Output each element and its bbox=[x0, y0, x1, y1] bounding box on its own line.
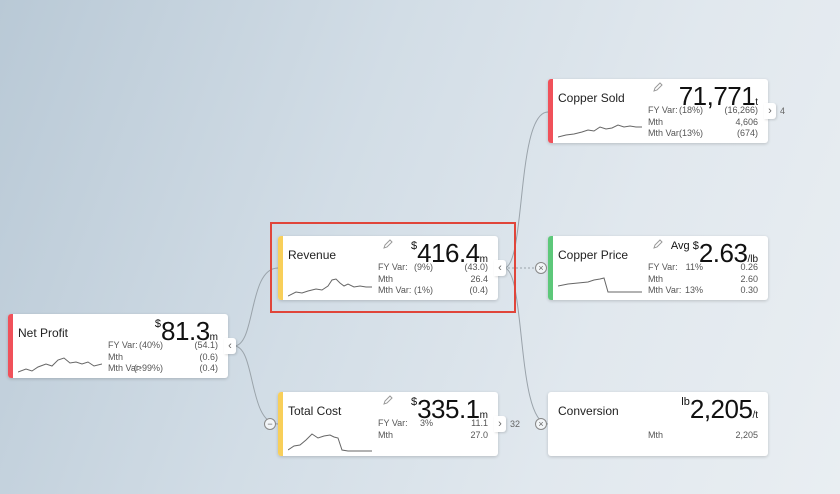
child-count: 4 bbox=[780, 106, 786, 116]
kpi-value: Avg $2.63/lb bbox=[670, 238, 758, 268]
pencil-icon[interactable] bbox=[652, 81, 664, 93]
card-title: Copper Sold bbox=[558, 91, 625, 105]
selection-highlight bbox=[270, 222, 516, 313]
status-bar bbox=[278, 236, 283, 300]
kpi-value: $416.4m bbox=[410, 238, 488, 268]
pencil-icon[interactable] bbox=[382, 394, 394, 406]
kpi-value: 71,771t bbox=[678, 81, 758, 111]
sparkline bbox=[288, 433, 372, 452]
kpi-value: $81.3m bbox=[154, 316, 218, 346]
card-title: Total Cost bbox=[288, 404, 342, 418]
sparkline bbox=[558, 277, 642, 293]
kpi-value: lb2,205/t bbox=[681, 394, 758, 424]
card-title: Conversion bbox=[558, 404, 619, 418]
kpi-metrics: FY Var:(40%)(54.1) Mth(0.6) Mth Var:(>99… bbox=[108, 340, 218, 373]
status-bar bbox=[548, 236, 553, 300]
sparkline bbox=[18, 357, 102, 373]
net-profit-card[interactable]: Net Profit $81.3m FY Var:(40%)(54.1) Mth… bbox=[8, 314, 228, 378]
pencil-icon[interactable] bbox=[652, 238, 664, 250]
circle-minus-icon[interactable]: − bbox=[264, 418, 276, 430]
status-bar bbox=[548, 79, 553, 143]
circle-x-icon[interactable]: × bbox=[535, 262, 547, 274]
status-bar bbox=[8, 314, 13, 378]
kpi-value: $335.1m bbox=[410, 394, 488, 424]
collapse-chevron[interactable]: ‹ bbox=[224, 338, 236, 354]
expand-chevron[interactable]: › bbox=[494, 416, 506, 432]
circle-x-icon[interactable]: × bbox=[535, 418, 547, 430]
child-count: 32 bbox=[510, 419, 521, 429]
sparkline bbox=[288, 278, 372, 297]
copper-price-card[interactable]: Copper Price Avg $2.63/lb FY Var:11%0.26… bbox=[548, 236, 768, 300]
copper-sold-card[interactable]: Copper Sold 71,771t FY Var:(18%)(16,266)… bbox=[548, 79, 768, 143]
pencil-icon[interactable] bbox=[382, 238, 394, 250]
card-title: Revenue bbox=[288, 248, 337, 262]
collapse-chevron[interactable]: ‹ bbox=[494, 260, 506, 276]
card-title: Copper Price bbox=[558, 248, 629, 262]
card-title: Net Profit bbox=[18, 326, 69, 340]
status-bar bbox=[278, 392, 283, 456]
expand-chevron[interactable]: › bbox=[764, 103, 776, 119]
sparkline bbox=[558, 124, 642, 138]
